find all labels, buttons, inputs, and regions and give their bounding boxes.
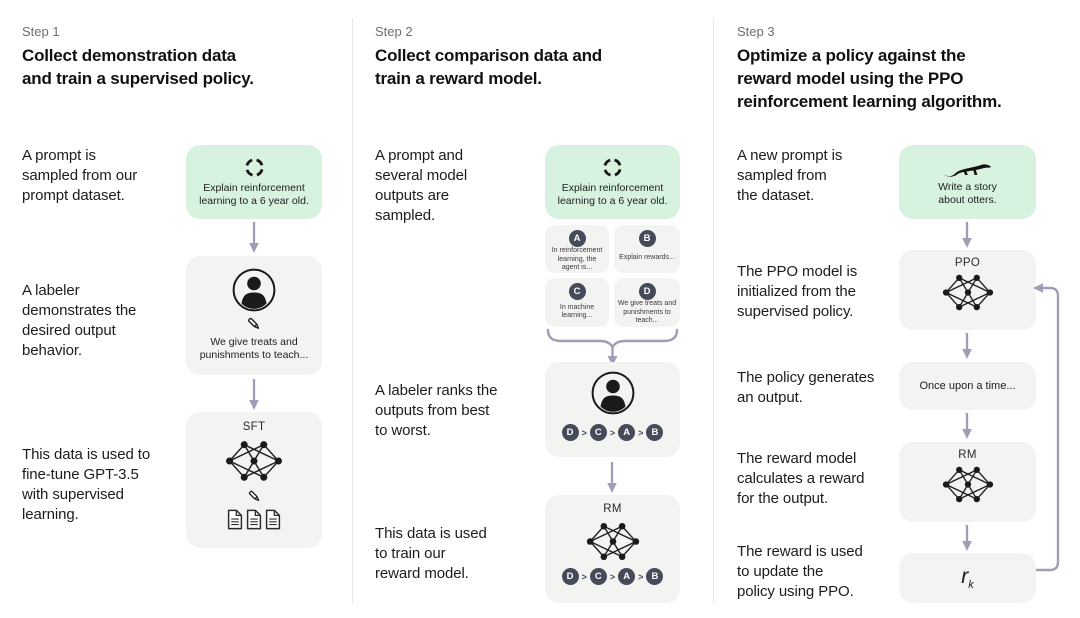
ranking-badge: A <box>618 568 636 585</box>
rank-separator: > <box>638 571 644 582</box>
output-card-text: Once upon a time... <box>919 379 1016 392</box>
letter-badge: D <box>638 283 656 300</box>
prompt-card-text: Explain reinforcement learning to a 6 ye… <box>557 182 668 207</box>
output-text: In machine learning... <box>559 303 595 320</box>
arrow-down-icon <box>961 525 973 551</box>
rank-separator: > <box>609 571 616 582</box>
sft-label: SFT <box>242 421 266 433</box>
sft-model-card: SFT <box>186 412 322 548</box>
step-1-title: Collect demonstration data and train a s… <box>22 46 254 88</box>
pencil-icon <box>247 489 262 504</box>
note-ppo-initialized: The PPO model is initialized from the su… <box>737 263 858 320</box>
output-card-a: A In reinforcement learning, the agent i… <box>545 225 609 273</box>
neural-net-icon <box>940 272 996 313</box>
prompt-card-text: Explain reinforcement learning to a 6 ye… <box>199 182 309 207</box>
reward-value-card: rk <box>899 553 1036 603</box>
reward-symbol: rk <box>961 564 974 592</box>
ranking-badge: B <box>646 424 664 441</box>
neural-net-icon <box>223 438 285 484</box>
ranking-badge: C <box>589 424 607 441</box>
note-policy-generates: The policy generates an output. <box>737 369 875 406</box>
neural-net-icon <box>940 464 996 505</box>
labeler-ranking-card: D > C > A > B <box>545 362 680 457</box>
brace-gather-arrow-icon <box>545 328 680 366</box>
arrow-down-icon <box>248 222 260 253</box>
step-1-label: Step 1 <box>22 24 60 39</box>
generated-output-card: Once upon a time... <box>899 362 1036 410</box>
output-card-b: B Explain rewards... <box>614 225 680 273</box>
letter-badge: B <box>638 230 656 247</box>
note-reward-updates: The reward is used to update the policy … <box>737 543 863 600</box>
person-icon <box>591 371 635 415</box>
output-card-c: C In machine learning... <box>545 278 609 327</box>
rm-label: RM <box>603 503 622 515</box>
letter-badge: C <box>568 283 586 300</box>
note-rm-calculates: The reward model calculates a reward for… <box>737 450 865 507</box>
prompt-card: Explain reinforcement learning to a 6 ye… <box>545 145 680 219</box>
arrow-down-icon <box>961 222 973 248</box>
output-card-d: D We give treats and punishments to teac… <box>614 278 680 327</box>
rank-separator: > <box>638 427 644 438</box>
ranking-badge: D <box>561 424 579 441</box>
ranking-badge: C <box>589 568 607 585</box>
rank-separator: > <box>581 427 587 438</box>
reward-model-card: RM <box>899 442 1036 522</box>
cycle-icon <box>243 156 266 179</box>
output-text: In reinforcement learning, the agent is.… <box>551 247 603 271</box>
neural-net-icon <box>584 520 642 563</box>
output-text: We give treats and punishments to teach.… <box>617 300 677 324</box>
reward-model-card: RM D > C > A > B <box>545 495 680 603</box>
arrow-down-icon <box>606 462 618 493</box>
labeler-card-text: We give treats and punishments to teach.… <box>199 336 309 361</box>
note-train-reward-model: This data is used to train our reward mo… <box>375 525 487 582</box>
ranking-badge: B <box>646 568 664 585</box>
note-data-finetune: This data is used to fine-tune GPT-3.5 w… <box>22 446 151 523</box>
rank-separator: > <box>609 427 616 438</box>
prompt-card: Explain reinforcement learning to a 6 ye… <box>186 145 322 219</box>
ranking-badge: D <box>561 568 579 585</box>
ranking-badge: A <box>618 424 636 441</box>
arrow-down-icon <box>961 333 973 359</box>
arrow-down-icon <box>961 413 973 439</box>
prompt-card: Write a story about otters. <box>899 145 1036 219</box>
output-text: Explain rewards... <box>619 254 675 262</box>
prompt-card-text: Write a story about otters. <box>938 181 997 206</box>
feedback-loop-arrow <box>1030 278 1070 580</box>
ppo-model-card: PPO <box>899 250 1036 330</box>
labeler-card: We give treats and punishments to teach.… <box>186 256 322 375</box>
ppo-label: PPO <box>954 257 981 269</box>
ranking-row: D > C > A > B <box>561 424 664 441</box>
note-labeler-ranks: A labeler ranks the outputs from best to… <box>375 382 498 439</box>
document-icon <box>226 509 244 530</box>
column-divider <box>352 18 353 604</box>
column-divider <box>713 18 714 604</box>
rank-separator: > <box>581 571 587 582</box>
otter-icon <box>943 157 993 179</box>
step-2-label: Step 2 <box>375 24 413 39</box>
arrow-down-icon <box>248 379 260 410</box>
note-labeler-demonstrates: A labeler demonstrates the desired outpu… <box>22 282 137 359</box>
rm-label: RM <box>958 449 977 461</box>
documents-row <box>226 509 282 530</box>
ranking-row: D > C > A > B <box>561 568 664 585</box>
person-icon <box>232 268 276 312</box>
note-outputs-sampled: A prompt and several model outputs are s… <box>375 147 468 224</box>
note-prompt-sampled: A prompt is sampled from our prompt data… <box>22 147 138 204</box>
letter-badge: A <box>568 230 586 247</box>
step-3-label: Step 3 <box>737 24 775 39</box>
step-3-title: Optimize a policy against the reward mod… <box>737 46 1002 111</box>
note-new-prompt: A new prompt is sampled from the dataset… <box>737 147 843 204</box>
document-icon <box>245 509 263 530</box>
pencil-icon <box>246 316 262 332</box>
document-icon <box>264 509 282 530</box>
cycle-icon <box>601 156 624 179</box>
step-2-title: Collect comparison data and train a rewa… <box>375 46 602 88</box>
